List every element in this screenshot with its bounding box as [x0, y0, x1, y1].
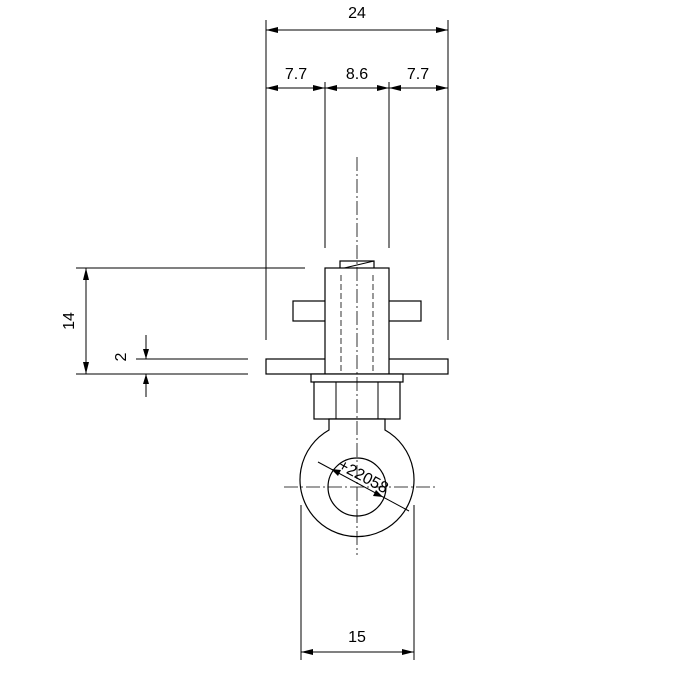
arrow-head — [436, 85, 448, 91]
arrow-head — [83, 362, 89, 374]
arrow-head — [266, 27, 278, 33]
dimension-plate-thickness: 2 — [113, 335, 248, 397]
arrow-head — [373, 490, 383, 497]
arrow-head — [436, 27, 448, 33]
dimension-label-right-width: 7.7 — [407, 66, 429, 83]
dimension-ring-outer-width: 15 — [300, 505, 415, 660]
arrow-head — [313, 85, 325, 91]
dimension-segment-widths: 7.7 8.6 7.7 — [266, 66, 448, 248]
dimension-label-plate-thickness: 2 — [113, 352, 130, 361]
arrow-head — [325, 85, 337, 91]
dimension-label-ring-width: 15 — [348, 629, 366, 646]
arrow-head — [143, 349, 149, 359]
arrow-head — [83, 268, 89, 280]
arrow-head — [402, 649, 414, 655]
arrow-head — [377, 85, 389, 91]
arrow-head — [389, 85, 401, 91]
arrow-head — [301, 649, 313, 655]
arrow-head — [266, 85, 278, 91]
center-lines — [284, 157, 436, 555]
dimension-label-center-width: 8.6 — [346, 66, 368, 83]
dimension-height: 14 — [61, 267, 305, 375]
dimension-label-left-width: 7.7 — [285, 66, 307, 83]
dimension-overall-width: 24 — [265, 5, 449, 340]
arrow-head — [143, 374, 149, 384]
dimension-label-overall-width: 24 — [348, 5, 366, 22]
dimension-label-height: 14 — [61, 312, 78, 330]
arrow-head — [331, 469, 341, 476]
